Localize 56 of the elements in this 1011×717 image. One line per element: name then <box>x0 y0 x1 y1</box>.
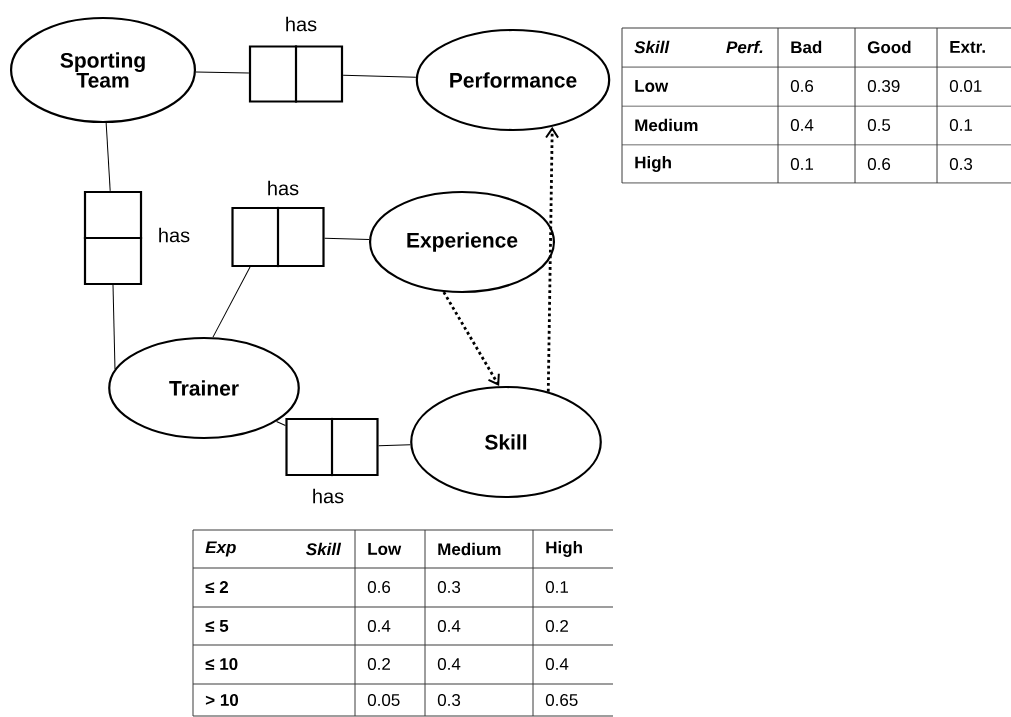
table-cell: 0.4 <box>437 658 461 671</box>
column-axis-heading: Skill <box>306 542 342 556</box>
relationship-label: has <box>268 180 299 196</box>
table-cell: 0.3 <box>949 158 973 171</box>
table-cell: 0.4 <box>790 119 814 132</box>
table-cell: 0.6 <box>367 581 391 594</box>
table-cell: 0.3 <box>437 581 461 594</box>
table-cell: 0.1 <box>790 158 813 171</box>
connector <box>276 420 286 426</box>
connector <box>195 71 250 74</box>
connector <box>378 444 411 447</box>
table-cell: 0.6 <box>790 80 814 92</box>
relationship-label: has <box>313 488 344 504</box>
column-heading: Good <box>867 40 911 54</box>
table-cell: 0.4 <box>437 620 461 633</box>
table-cell: 0.05 <box>367 694 400 707</box>
table-cell: 0.01 <box>949 80 982 92</box>
column-axis-heading: Perf. <box>726 40 763 54</box>
connector <box>342 74 417 78</box>
connector <box>324 237 370 240</box>
row-heading: > 10 <box>205 694 239 707</box>
table-cell: 0.4 <box>367 620 391 633</box>
column-heading: Low <box>368 543 402 555</box>
connector <box>545 126 560 392</box>
connector <box>442 291 500 387</box>
table-cell: 0.4 <box>545 658 569 671</box>
table-cell: 0.5 <box>867 119 891 132</box>
table-cell: 0.39 <box>867 80 900 92</box>
row-heading: Low <box>635 80 669 92</box>
relationship-box <box>231 206 325 268</box>
column-heading: Medium <box>438 542 501 556</box>
relationship-box <box>248 45 344 103</box>
table-cell: 0.6 <box>867 158 891 171</box>
row-heading: Medium <box>635 118 698 132</box>
row-axis-heading: Exp <box>205 541 236 557</box>
table-cell: 0.2 <box>545 620 568 633</box>
column-heading: High <box>546 541 582 557</box>
relationship-label: has <box>286 16 317 32</box>
column-heading: Bad <box>791 40 822 54</box>
row-axis-heading: Skill <box>634 40 670 54</box>
connector <box>212 266 251 338</box>
table-cell: 0.1 <box>949 119 972 132</box>
row-heading: ≤ 10 <box>205 658 238 671</box>
row-heading: ≤ 5 <box>205 620 229 632</box>
relationship-label: has <box>159 227 190 243</box>
table-cell: 0.3 <box>437 694 461 707</box>
table-cell: 0.65 <box>545 694 578 707</box>
relationship-box <box>285 417 379 477</box>
relationship-box <box>83 190 143 286</box>
row-heading: High <box>635 156 671 172</box>
connector <box>105 122 111 192</box>
column-heading: Extr. <box>950 41 985 53</box>
table-cell: 0.2 <box>367 658 390 671</box>
connector <box>112 284 116 370</box>
row-heading: ≤ 2 <box>205 581 228 593</box>
table-cell: 0.1 <box>545 581 568 594</box>
